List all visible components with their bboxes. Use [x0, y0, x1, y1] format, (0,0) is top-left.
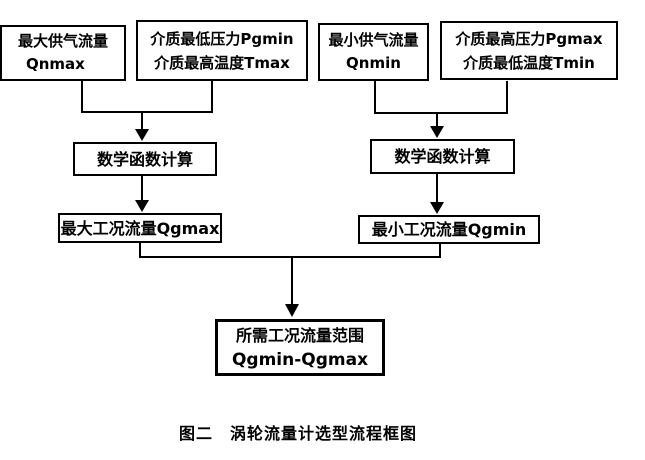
- box-label: 介质最高压力Pgmax: [455, 29, 603, 48]
- connector-merge-top-left: [81, 80, 213, 141]
- flow-box-max-pressure-min-temp: 介质最高压力Pgmax 介质最低温度Tmin: [440, 21, 618, 80]
- flow-box-math-function-calc-right: 数学函数计算: [370, 139, 515, 174]
- arrow-math-to-qgmin: [430, 174, 444, 214]
- arrowhead-into-qgmin: [430, 202, 444, 214]
- box-label: 最小工况流量Qgmin: [371, 220, 527, 239]
- flow-box-required-flow-range: 所需工况流量范围 Qgmin-Qgmax: [215, 319, 385, 376]
- arrowhead-into-range: [285, 304, 299, 317]
- connector-merge-bottom: [139, 243, 441, 317]
- arrowhead-into-qgmax: [135, 200, 149, 212]
- arrowhead-into-math-left: [135, 129, 149, 141]
- box-label: 最大供气流量: [17, 32, 108, 50]
- flow-box-min-supply-flow: 最小供气流量 Qnmin: [318, 23, 429, 81]
- box-label: 最小供气流量: [328, 31, 419, 49]
- box-label: 介质最高温度Tmax: [154, 53, 290, 72]
- box-label: 介质最低压力Pgmin: [150, 29, 294, 48]
- box-label: 介质最低温度Tmin: [463, 53, 595, 72]
- figure-caption: 图二 涡轮流量计选型流程框图: [178, 424, 417, 443]
- flow-box-max-working-flow: 最大工况流量Qgmax: [58, 213, 222, 243]
- arrowhead-into-math-right: [430, 126, 444, 138]
- box-label: Qnmin: [346, 54, 401, 72]
- box-label: 数学函数计算: [96, 149, 193, 169]
- box-label: Qnmax: [26, 55, 85, 73]
- connector-merge-top-right: [374, 80, 508, 138]
- box-label: 最大工况流量Qgmax: [60, 218, 220, 238]
- arrow-math-to-qgmax: [135, 176, 149, 212]
- flow-box-math-function-calc-left: 数学函数计算: [73, 142, 217, 176]
- box-label: 所需工况流量范围: [235, 325, 364, 345]
- box-label: 数学函数计算: [394, 147, 491, 166]
- box-label: Qgmin-Qgmax: [231, 349, 369, 370]
- flow-box-min-pressure-max-temp: 介质最低压力Pgmin 介质最高温度Tmax: [136, 20, 308, 81]
- flow-box-max-supply-flow: 最大供气流量 Qnmax: [0, 25, 126, 81]
- flow-box-min-working-flow: 最小工况流量Qgmin: [358, 215, 540, 244]
